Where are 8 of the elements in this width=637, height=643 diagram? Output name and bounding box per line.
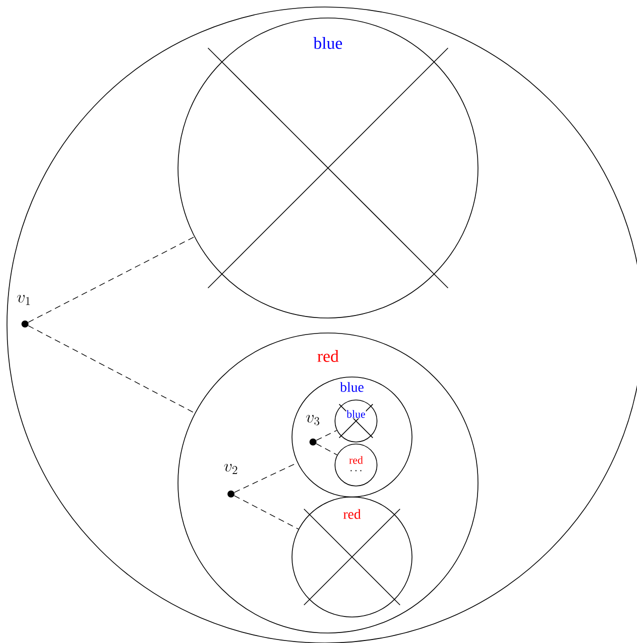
dashed-line (28, 325, 196, 414)
node-label: $v_3$ (306, 414, 320, 426)
dashed-line (28, 236, 195, 323)
dashed-line (316, 430, 338, 441)
node-label: $v_2$ (224, 464, 238, 474)
node-label: $v_1$ (17, 294, 30, 305)
dashed-line (234, 495, 299, 530)
dashed-line (316, 443, 338, 456)
